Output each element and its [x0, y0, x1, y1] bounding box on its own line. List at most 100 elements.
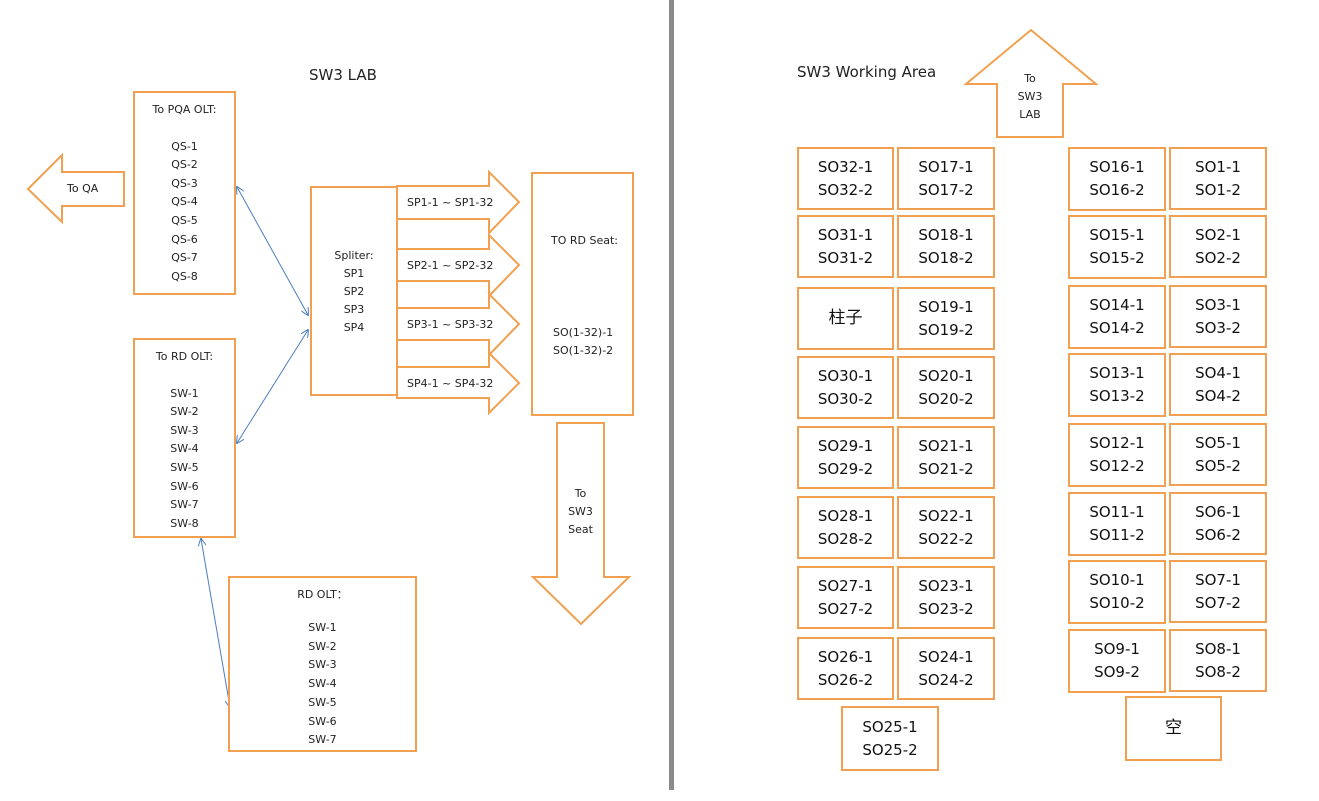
- seat-label: SO24-2: [918, 670, 974, 689]
- seat-label: SO10-2: [1089, 594, 1145, 612]
- seat-label: SO17-1: [918, 157, 974, 176]
- rd-olt-item: SW-3: [308, 658, 337, 672]
- rd-olt-in-panel: To RD OLT: SW-1 SW-2 SW-3 SW-4 SW-5 SW-6…: [133, 338, 236, 538]
- rd-olt-heading: RD OLT：: [297, 588, 348, 601]
- seat-label: SO11-1: [1089, 503, 1145, 521]
- pqa-olt-item: QS-7: [171, 251, 198, 265]
- rd-olt-in-item: SW-4: [170, 442, 199, 456]
- seat-label: SO27-1: [817, 576, 874, 595]
- rd-olt-in-item: SW-6: [170, 479, 199, 493]
- seat-label: SO28-1: [817, 506, 874, 525]
- seat-label: SO9-1: [1094, 640, 1140, 658]
- seat-label: SO1-2: [1195, 180, 1241, 199]
- rd-olt-in-item: SW-5: [170, 460, 199, 474]
- seat-label: SO20-1: [918, 366, 974, 385]
- seat-label: SO13-2: [1089, 387, 1145, 405]
- seat-label: SO12-1: [1089, 434, 1145, 452]
- seat-label: SO24-1: [918, 647, 974, 666]
- to-qa-label: To QA: [67, 182, 99, 195]
- seat-label: SO6-1: [1195, 502, 1241, 521]
- to-sw3-lab-line: SW3: [1017, 90, 1043, 103]
- seat-label: SO10-1: [1089, 571, 1145, 589]
- rd-olt-in-heading: To RD OLT:: [155, 350, 214, 363]
- pqa-olt-item: QS-3: [171, 176, 198, 190]
- rd-olt-item: SW-2: [308, 639, 337, 653]
- sp3-label: SP3-1 ~ SP3-32: [407, 318, 494, 331]
- seat-label: SO2-1: [1195, 225, 1241, 244]
- seat-label: SO22-2: [918, 529, 974, 548]
- rd-olt-item: SW-5: [308, 695, 337, 709]
- seat-label: SO18-1: [918, 225, 974, 244]
- seat-label: SO20-2: [918, 389, 974, 408]
- pqa-olt-item: QS-8: [171, 269, 198, 283]
- sp2-arrow: [396, 232, 521, 299]
- rd-olt-in-item: SW-7: [170, 498, 199, 512]
- seat-label: SO19-2: [918, 320, 974, 339]
- splitter-item: SP1: [343, 267, 365, 280]
- seat-label: SO32-1: [817, 157, 874, 176]
- seat-label: SO4-1: [1195, 363, 1241, 382]
- seat-label: SO14-2: [1089, 319, 1145, 337]
- rd-seat-heading: TO RD Seat:: [551, 234, 618, 247]
- to-sw3-lab-arrow: [963, 28, 1099, 138]
- pqa-olt-item: QS-2: [171, 158, 198, 172]
- to-sw3-seat-line: SW3: [568, 505, 593, 518]
- seat-label: SO27-2: [817, 599, 874, 618]
- seat-label: SO15-2: [1089, 249, 1145, 267]
- sp2-label: SP2-1 ~ SP2-32: [407, 259, 494, 272]
- to-sw3-seat-line: Seat: [568, 523, 593, 536]
- seat-label: SO7-2: [1195, 593, 1241, 612]
- seat-label: SO3-1: [1195, 295, 1241, 314]
- splitter-item: SP3: [343, 303, 365, 316]
- seat-label: SO16-1: [1089, 158, 1145, 176]
- to-qa-arrow: [26, 152, 125, 225]
- sp4-label: SP4-1 ~ SP4-32: [407, 377, 494, 390]
- seat-label: SO28-2: [817, 529, 874, 548]
- seat-label: SO8-2: [1195, 662, 1241, 681]
- splitter-heading: Spliter:: [334, 249, 374, 262]
- rd-seat-line2: SO(1-32)-2: [553, 344, 614, 357]
- connector-rd-splitter: [237, 330, 308, 443]
- pqa-olt-panel: To PQA OLT: QS-1 QS-2 QS-3 QS-4 QS-5 QS-…: [133, 91, 236, 295]
- connector-rd-rdolt: [201, 539, 230, 707]
- seat-label: SO5-2: [1195, 456, 1241, 475]
- seat-label: SO2-2: [1195, 248, 1241, 267]
- seat-label: SO15-1: [1089, 226, 1145, 244]
- seat-label: SO21-1: [918, 436, 974, 455]
- seat-label: SO23-1: [918, 576, 974, 595]
- seat-label: SO11-2: [1089, 526, 1145, 544]
- seat-label: SO29-2: [817, 459, 874, 478]
- seat-label: SO3-2: [1195, 318, 1241, 337]
- sp1-label: SP1-1 ~ SP1-32: [407, 196, 494, 209]
- seat-label: SO25-1: [862, 717, 918, 736]
- seat-label: SO30-2: [817, 389, 874, 408]
- seat-label: SO23-2: [918, 599, 974, 618]
- seat-label: SO17-2: [918, 180, 974, 199]
- seat-label: SO5-1: [1195, 433, 1241, 452]
- sp4-arrow: [396, 350, 521, 416]
